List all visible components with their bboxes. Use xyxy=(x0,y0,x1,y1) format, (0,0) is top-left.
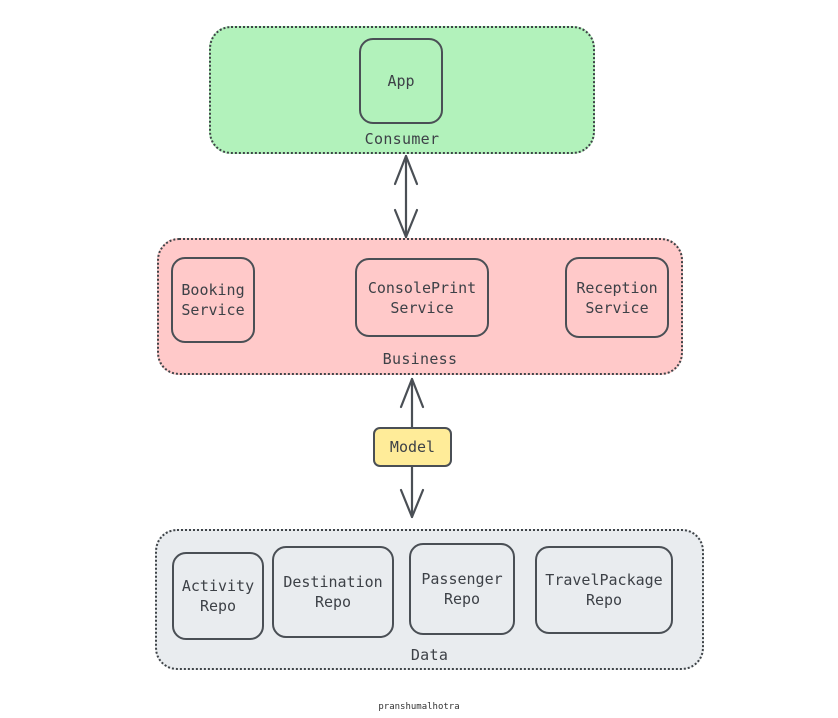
data-layer: Activity Repo Destination Repo Passenger… xyxy=(155,529,704,670)
passenger-repo-line-1: Passenger xyxy=(421,570,503,588)
travelpackage-repo-line-1: TravelPackage xyxy=(545,571,663,589)
reception-service-line-2: Service xyxy=(585,298,649,317)
consoleprint-service-line-1: ConsolePrint xyxy=(367,278,477,297)
destination-repo-line-2: Repo xyxy=(314,593,352,611)
activity-repo-line-1: Activity xyxy=(181,577,255,595)
travelpackage-repo-node: TravelPackage Repo xyxy=(535,546,673,634)
business-model-arrow xyxy=(399,377,425,430)
consoleprint-service-line-2: Service xyxy=(390,298,454,317)
app-node: App xyxy=(359,38,443,124)
model-node: Model xyxy=(373,427,452,467)
activity-repo-node: Activity Repo xyxy=(172,552,264,640)
author-credit: pranshumalhotra xyxy=(378,702,460,712)
consumer-layer: App Consumer xyxy=(209,26,595,154)
passenger-repo-line-2: Repo xyxy=(443,590,481,608)
consoleprint-service-node: ConsolePrint Service xyxy=(355,258,489,337)
destination-repo-line-1: Destination xyxy=(283,573,383,591)
business-layer-label: Business xyxy=(382,350,458,368)
business-layer: Booking Service ConsolePrint Service Rec… xyxy=(157,238,683,375)
consumer-layer-label: Consumer xyxy=(364,130,440,148)
data-layer-label: Data xyxy=(410,646,449,664)
travelpackage-repo-line-2: Repo xyxy=(585,591,623,609)
booking-service-line-1: Booking xyxy=(181,281,245,299)
destination-repo-node: Destination Repo xyxy=(272,546,394,638)
activity-repo-line-2: Repo xyxy=(199,597,237,615)
passenger-repo-node: Passenger Repo xyxy=(409,543,515,635)
consumer-business-arrow xyxy=(393,154,419,239)
reception-service-node: Reception Service xyxy=(565,257,669,338)
booking-service-node: Booking Service xyxy=(171,257,255,343)
booking-service-line-2: Service xyxy=(181,301,245,319)
model-data-arrow xyxy=(399,465,425,519)
reception-service-line-1: Reception xyxy=(576,278,658,297)
model-node-label: Model xyxy=(389,438,436,456)
app-node-label: App xyxy=(387,72,415,90)
